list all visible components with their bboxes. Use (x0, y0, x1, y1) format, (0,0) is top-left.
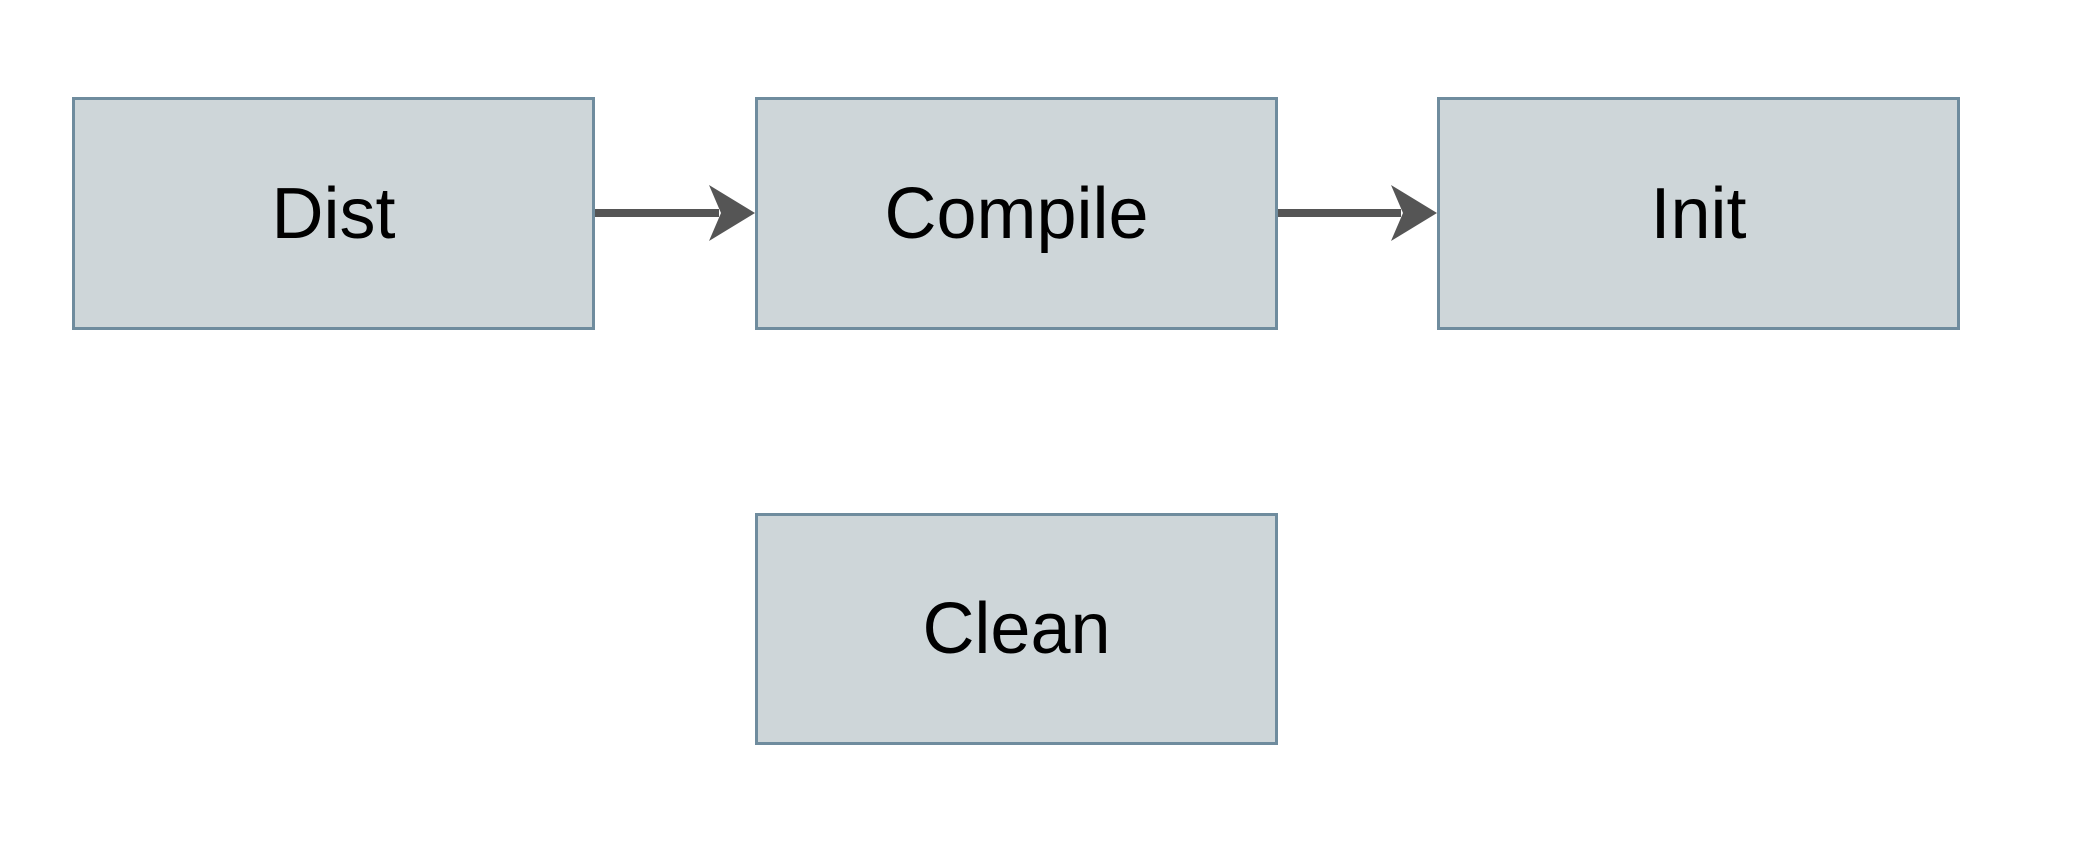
node-dist-label: Dist (271, 173, 396, 254)
node-init-label: Init (1650, 173, 1747, 254)
node-compile[interactable]: Compile (755, 97, 1278, 330)
node-compile-label: Compile (884, 173, 1149, 254)
edge-dist-to-compile (595, 183, 755, 243)
node-clean[interactable]: Clean (755, 513, 1278, 745)
edge-compile-to-init (1278, 183, 1437, 243)
node-dist[interactable]: Dist (72, 97, 595, 330)
node-init[interactable]: Init (1437, 97, 1960, 330)
node-clean-label: Clean (922, 589, 1111, 669)
